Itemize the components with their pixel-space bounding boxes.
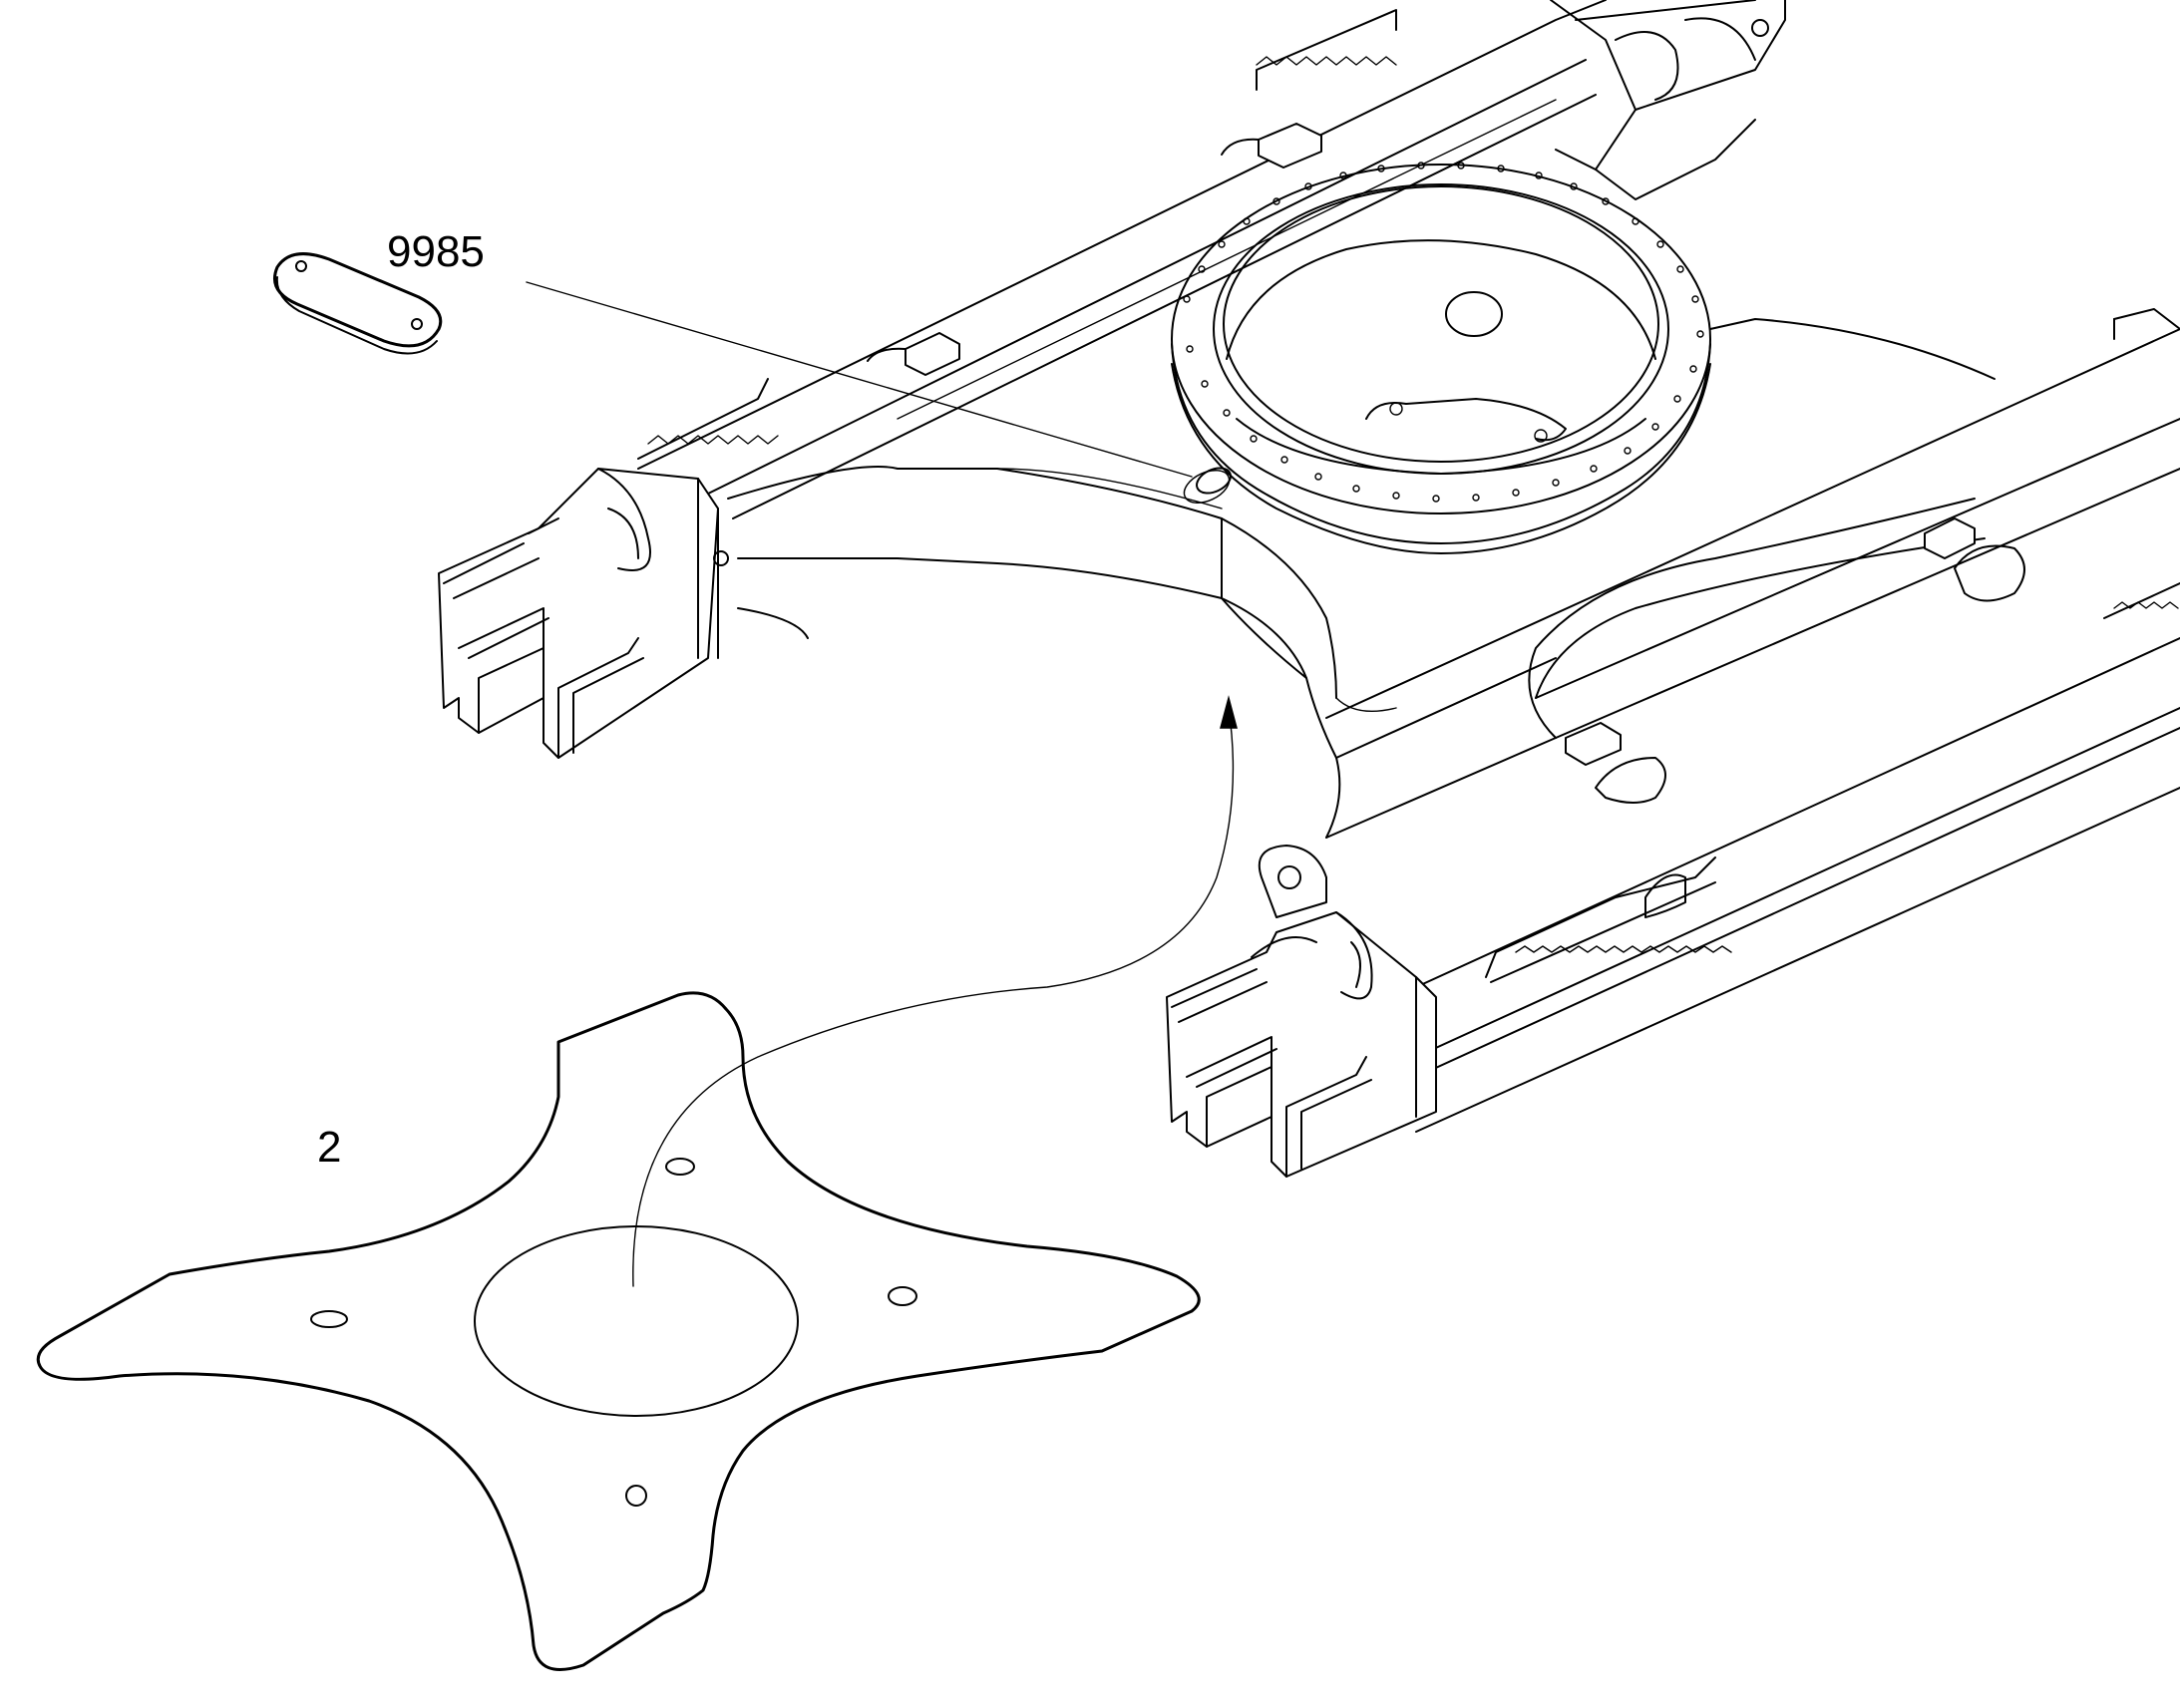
ring-bolt-holes bbox=[1183, 162, 1704, 503]
right-cross-member bbox=[1528, 468, 2180, 804]
upper-beam-end-box bbox=[438, 468, 729, 759]
shim-plate-callout-label: 2 bbox=[317, 1123, 341, 1172]
cover-plate-leader-line bbox=[526, 281, 1193, 478]
undercarriage-frame bbox=[438, 0, 2180, 1178]
lower-track-beam bbox=[1415, 308, 2180, 1133]
swing-bearing-ring bbox=[1171, 162, 1711, 554]
cover-plate-callout-label: 9985 bbox=[387, 227, 485, 276]
shim-plate-2 bbox=[36, 991, 1201, 1671]
upper-track-beam bbox=[637, 0, 1786, 519]
left-cross-member bbox=[727, 466, 1341, 839]
cover-plate-9985 bbox=[273, 252, 443, 355]
cover-plate-hole bbox=[1183, 467, 1232, 504]
lower-beam-end-box bbox=[1166, 845, 1437, 1178]
shim-plate-leader-arrow bbox=[632, 695, 1238, 1287]
arrowhead-icon bbox=[1220, 695, 1238, 729]
